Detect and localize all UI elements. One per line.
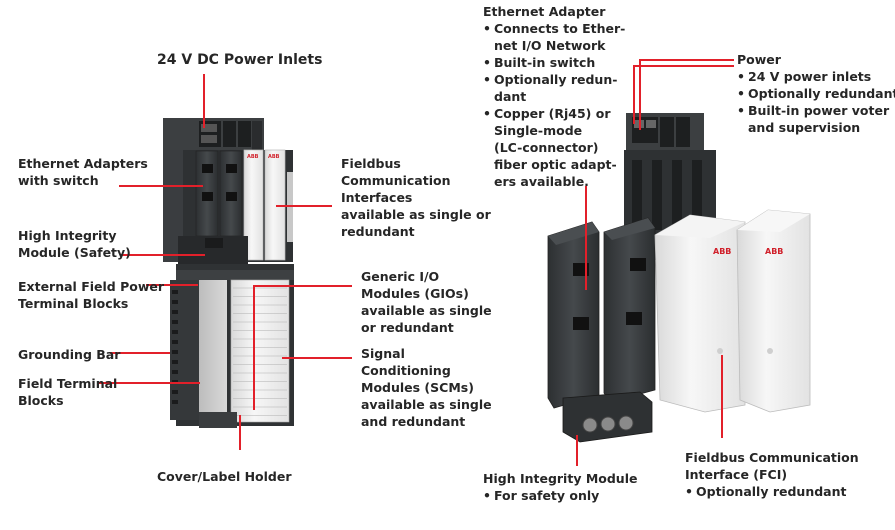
leader-lines [98, 59, 734, 466]
label-grounding-bar: Grounding Bar [18, 347, 121, 362]
abb-logo-2: ABB [268, 154, 280, 160]
bullet-switch: Built-in switch [483, 54, 625, 71]
right-exploded-view: ABB ABB [547, 113, 811, 443]
bullet-opt-redundant: Optionally redundant [737, 85, 895, 102]
bullet-fci-redundant: Optionally redundant [685, 483, 859, 500]
label-signal-conditioning: Signal Conditioning Modules (SCMs) avail… [361, 346, 492, 429]
label-fci: Fieldbus Communication Interface (FCI) O… [685, 449, 859, 500]
label-power: Power 24 V power inlets Optionally redun… [737, 51, 895, 136]
bullet-connects: Connects to Ether-net I/O Network [483, 20, 625, 54]
label-ethernet-adapter: Ethernet Adapter Connects to Ether-net I… [483, 3, 625, 190]
abb-logo-3: ABB [713, 247, 731, 256]
abb-logo-4: ABB [765, 247, 783, 256]
label-high-integrity-module: High Integrity Module (Safety) [18, 228, 131, 260]
bullet-24v: 24 V power inlets [737, 68, 895, 85]
bullet-redundant: Optionally redun-dant [483, 71, 625, 105]
label-cover-label-holder: Cover/Label Holder [157, 469, 292, 484]
label-generic-io-modules: Generic I/O Modules (GIOs) available as … [361, 269, 492, 335]
label-fieldbus-interfaces: Fieldbus Communication Interfaces availa… [341, 156, 491, 239]
left-io-assembly: ABB ABB [163, 118, 294, 428]
label-power-inlets: 24 V DC Power Inlets [157, 52, 323, 68]
bullet-safety: For safety only [483, 487, 637, 504]
label-external-field-power: External Field Power Terminal Blocks [18, 279, 165, 311]
abb-logo-1: ABB [247, 154, 259, 160]
label-high-integrity-right: High Integrity Module For safety only [483, 470, 637, 504]
label-ethernet-adapters: Ethernet Adapters with switch [18, 156, 148, 188]
bullet-copper: Copper (Rj45) orSingle-mode(LC-connector… [483, 105, 625, 190]
label-field-terminal-blocks: Field Terminal Blocks [18, 376, 118, 408]
